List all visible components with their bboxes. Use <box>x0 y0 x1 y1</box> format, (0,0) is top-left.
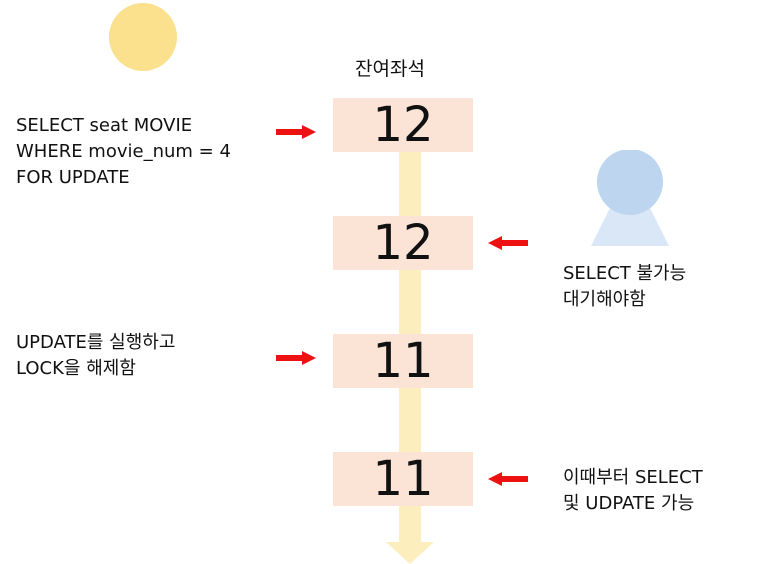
query-line-1: SELECT seat MOVIE <box>16 115 193 136</box>
blocked-line-2: 대기해야함 <box>563 289 646 310</box>
user-b-body <box>591 202 669 246</box>
query-line-3: FOR UPDATE <box>16 167 130 188</box>
seat-counter-3: 11 <box>333 334 473 388</box>
blocked-line-1: SELECT 불가능 <box>563 263 687 284</box>
user-a-icon <box>109 3 177 71</box>
user-b-head <box>597 150 663 215</box>
query-line-2: WHERE movie_num = 4 <box>16 141 231 162</box>
arrow-left-icon <box>488 236 528 250</box>
seat-counter-4: 11 <box>333 452 473 506</box>
seat-counter-1: 12 <box>333 98 473 152</box>
select-available-text: 이때부터 SELECT 및 UDPATE 가능 <box>563 465 703 517</box>
seat-counter-2: 12 <box>333 216 473 270</box>
select-for-update-query: SELECT seat MOVIE WHERE movie_num = 4 FO… <box>16 113 231 191</box>
user-b-icon <box>591 150 669 246</box>
arrow-right-icon <box>276 351 316 365</box>
select-blocked-text: SELECT 불가능 대기해야함 <box>563 261 686 313</box>
arrow-left-icon <box>488 472 528 486</box>
update-line-1: UPDATE를 실행하고 <box>16 332 176 353</box>
timeline-arrowhead <box>386 542 434 564</box>
arrow-right-icon <box>276 125 316 139</box>
available-line-2: 및 UDPATE 가능 <box>563 493 695 514</box>
user-a-head <box>109 3 177 71</box>
update-line-2: LOCK을 해제함 <box>16 358 136 379</box>
remaining-seats-title: 잔여좌석 <box>355 58 425 80</box>
update-release-lock-text: UPDATE를 실행하고 LOCK을 해제함 <box>16 330 175 382</box>
available-line-1: 이때부터 SELECT <box>563 467 703 488</box>
